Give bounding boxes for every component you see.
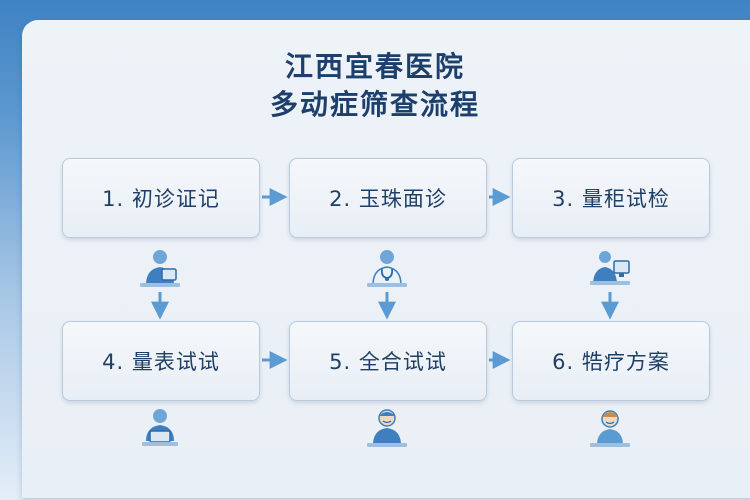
- step-6-box: 6. 牿疗方案: [512, 321, 710, 401]
- step-4-box: 4. 量表试试: [62, 321, 260, 401]
- smiling-person-icon: [367, 409, 407, 447]
- step-2-box: 2. 玉珠面诊: [289, 158, 487, 238]
- doctor-with-stethoscope-icon: [367, 250, 407, 287]
- step-3-label: 3. 量秬试检: [552, 187, 670, 211]
- step-2-label: 2. 玉珠面诊: [329, 187, 447, 211]
- happy-child-icon: [590, 410, 630, 447]
- step-4-label: 4. 量表试试: [102, 350, 220, 374]
- person-at-laptop-icon: [142, 409, 178, 446]
- title-line-2: 多动症筛查流程: [269, 88, 480, 121]
- step-3-box: 3. 量秬试检: [512, 158, 710, 238]
- person-at-computer-icon: [590, 251, 630, 285]
- step-5-label: 5. 全合试试: [329, 350, 447, 374]
- title-line-1: 江西宜春医院: [284, 50, 465, 83]
- step-1-label: 1. 初诊证记: [102, 187, 220, 211]
- step-1-box: 1. 初诊证记: [62, 158, 260, 238]
- doctor-with-tablet-icon: [140, 250, 180, 287]
- step-5-box: 5. 全合试试: [289, 321, 487, 401]
- step-6-label: 6. 牿疗方案: [552, 350, 670, 374]
